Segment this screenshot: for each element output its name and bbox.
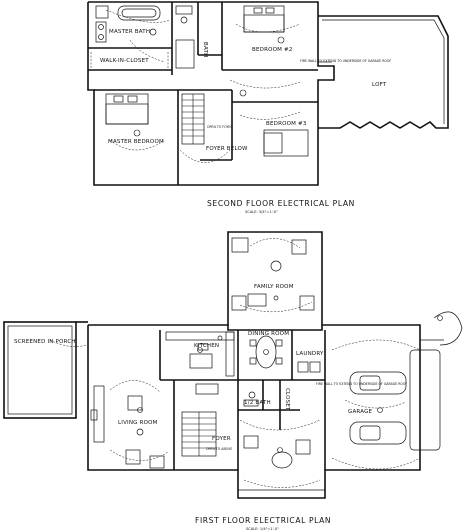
label-screened-porch-1: SCREENED IN PORCH	[14, 339, 76, 345]
label-bedroom-2: BEDROOM #2	[252, 47, 293, 53]
label-open-to-above: OPEN TO ABOVE	[206, 447, 232, 451]
label-open-to-foyer: OPEN TO FOYER	[207, 125, 233, 129]
label-garage: GARAGE	[348, 409, 373, 415]
label-foyer: FOYER	[212, 436, 231, 442]
first-floor-title: FIRST FLOOR ELECTRICAL PLAN	[195, 516, 331, 525]
second-floor-title: SECOND FLOOR ELECTRICAL PLAN	[207, 199, 355, 208]
second-floor-scale: SCALE: 3/4"=1'-0"	[245, 210, 278, 214]
label-kitchen: KITCHEN	[194, 343, 219, 349]
label-family-room: FAMILY ROOM	[254, 284, 294, 290]
label-laundry: LAUNDRY	[296, 351, 324, 357]
label-closet: CLOSET	[284, 388, 290, 411]
label-master-bedroom: MASTER BEDROOM	[108, 139, 164, 145]
first-floor-plan	[3, 231, 463, 499]
label-bath: BATH	[202, 42, 208, 57]
label-half-bath: 1/2 BATH	[244, 400, 271, 406]
first-floor-scale: SCALE: 1/4"=1'-0"	[246, 527, 279, 531]
label-loft: LOFT	[372, 82, 387, 88]
label-walk-in-closet: WALK-IN-CLOSET	[100, 58, 149, 64]
label-bedroom-3: BEDROOM #3	[266, 121, 307, 127]
label-second-fire-wall-note: FIRE WALL TO EXTEND TO UNDERSIDE OF GARA…	[300, 59, 391, 63]
label-first-fire-wall-note: FIRE WALL TO EXTEND TO UNDERSIDE OF GARA…	[316, 382, 407, 386]
label-screened-porch: SCREENED IN PORCH	[14, 339, 76, 345]
label-master-bath: MASTER BATH	[109, 29, 150, 35]
label-dining-room: DINING ROOM	[248, 331, 289, 337]
second-floor-plan	[87, 1, 449, 186]
label-living-room: LIVING ROOM	[118, 420, 158, 426]
label-foyer-below: FOYER BELOW	[206, 146, 248, 152]
